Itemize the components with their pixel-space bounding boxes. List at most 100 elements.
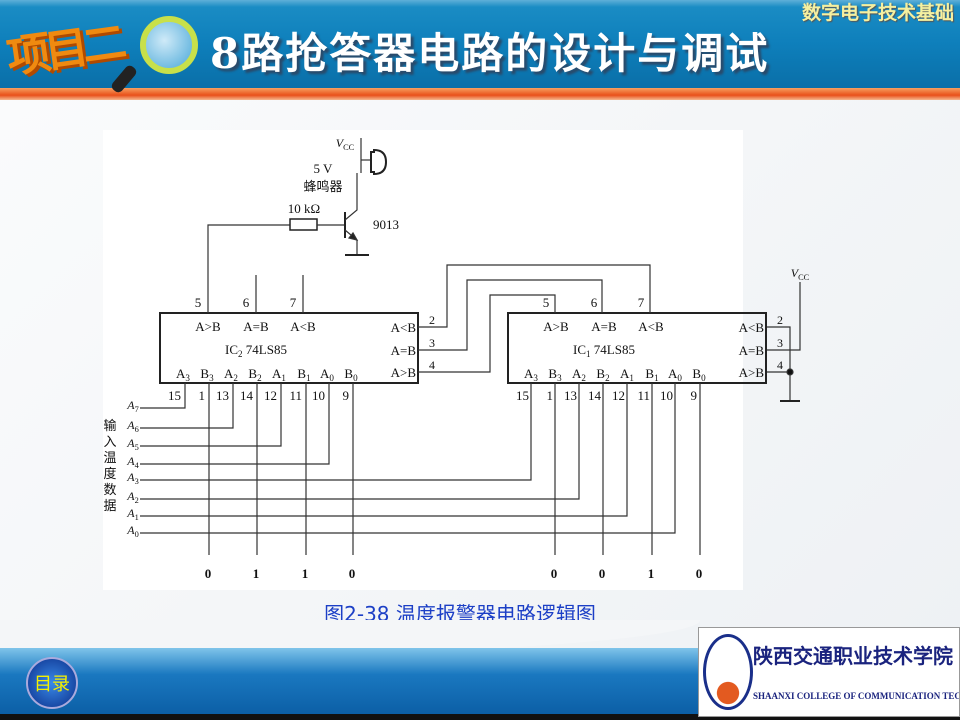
ic2-cascade-label: A=B [391, 343, 417, 358]
ic2-pin-number: 11 [289, 388, 302, 403]
input-line-a1 [140, 383, 628, 517]
ic1-pin-number: 1 [547, 388, 554, 403]
emitter-arrow-icon [347, 231, 359, 241]
ic2-b-bit: 1 [253, 566, 260, 581]
ic2-input-label-sub: 1 [281, 373, 286, 383]
ic2-input-label-sub: 1 [306, 373, 311, 383]
input-data-label-char: 输 [103, 418, 116, 433]
college-name-en: SHAANXI COLLEGE OF COMMUNICATION TECHNOL… [753, 691, 959, 701]
ic2-name: IC2 74LS85 [225, 342, 287, 359]
input-label-a6-sub: 6 [135, 425, 139, 434]
vcc-label: VCC [791, 266, 810, 282]
ic2-box [159, 312, 419, 384]
ic2-pin-number: 15 [168, 388, 181, 403]
ic1-cascade-label: A<B [739, 320, 765, 335]
ic2-name-sub: 2 [238, 349, 243, 359]
ic2-altb-to-ic1-pin7 [418, 264, 651, 328]
input-label-a7-sub: 7 [135, 405, 139, 414]
ic1-b-bit: 0 [696, 566, 703, 581]
ic2-pin-number: 10 [312, 388, 325, 403]
ic2-output-label: A=B [243, 319, 269, 334]
ic1-input-label-sub: 2 [581, 373, 586, 383]
input-line-a5 [140, 383, 282, 447]
ic1-output-label: A<B [638, 319, 664, 334]
ic1-cascade-pin: 3 [777, 336, 783, 350]
ic2-cascade-pin: 2 [429, 313, 435, 327]
magnifier-icon [140, 16, 198, 74]
input-label-a4-sub: 4 [135, 461, 140, 470]
input-line-a2 [140, 383, 580, 500]
ic2-input-label-sub: 0 [353, 373, 358, 383]
collector-wire [344, 173, 358, 221]
ic1-pin-number: 11 [637, 388, 650, 403]
ic1-pin-number: 9 [691, 388, 698, 403]
ic1-part: 74LS85 [591, 342, 635, 357]
college-emblem-icon [703, 634, 753, 710]
input-label-a3-sub: 3 [135, 477, 139, 486]
ic2-pin-number: 13 [216, 388, 229, 403]
input-label-a5-sub: 5 [135, 443, 139, 452]
ic1-b-bit: 0 [599, 566, 606, 581]
input-line-a0 [140, 383, 676, 534]
ic1-cascade-pin: 4 [777, 358, 783, 372]
input-data-label-char: 据 [103, 498, 116, 513]
ic1-pin-number: 6 [591, 295, 598, 310]
toc-button[interactable]: 目录 [26, 657, 78, 709]
ic1-pin-number: 10 [660, 388, 673, 403]
buzzer-voltage: 5 V [314, 161, 334, 176]
ic1-output-label: A>B [543, 319, 569, 334]
buzzer-icon [370, 148, 388, 176]
ic2-cascade-pin: 4 [429, 358, 435, 372]
header-accent-strip [0, 88, 960, 100]
transistor-label: 9013 [373, 217, 399, 232]
vcc-label-sub: CC [798, 273, 810, 282]
ic2-pin-number: 9 [343, 388, 350, 403]
ic1-pin-number: 13 [564, 388, 577, 403]
ic2-input-label-sub: 3 [185, 373, 190, 383]
ic1-pin-number: 15 [516, 388, 529, 403]
ic2-input-label-sub: 3 [209, 373, 214, 383]
ic1-input-label-sub: 0 [677, 373, 682, 383]
ic2-part: 74LS85 [243, 342, 287, 357]
ic1-pin-number: 14 [588, 388, 602, 403]
ic2-agtb-to-ic1-pin5 [418, 294, 556, 373]
ic1-input-label-sub: 0 [701, 373, 706, 383]
ic2-b-bit: 0 [349, 566, 356, 581]
ic2-pin-number: 6 [243, 295, 250, 310]
ic2-input-label-sub: 2 [233, 373, 238, 383]
ic1-b-bit: 0 [551, 566, 558, 581]
footer-strip [0, 714, 960, 720]
ic2-pin-number: 7 [290, 295, 297, 310]
ic1-input-label-sub: 2 [605, 373, 610, 383]
slide-title: 8路抢答器电路的设计与调试 [210, 29, 770, 78]
input-line-a6 [140, 383, 234, 429]
ic1-pin-number: 12 [612, 388, 625, 403]
ic1-pin-number: 5 [543, 295, 550, 310]
resistor-icon [289, 218, 318, 231]
input-data-label-char: 温 [103, 450, 116, 465]
ic1-box [507, 312, 767, 384]
input-line-a4 [140, 383, 330, 465]
input-label-a2-sub: 2 [135, 496, 139, 505]
ic2-cascade-label: A<B [391, 320, 417, 335]
input-data-label-char: 度 [103, 466, 116, 481]
ic2-input-label-sub: 2 [257, 373, 262, 383]
ic1-cascade-pin: 2 [777, 313, 783, 327]
ic2-cascade-pin: 3 [429, 336, 435, 350]
input-data-label-char: 数 [103, 482, 116, 497]
college-name-cn: 陕西交通职业技术学院 [753, 644, 953, 668]
ic1-input-label-sub: 1 [629, 373, 634, 383]
ic1-cascade-label: A=B [739, 343, 765, 358]
ic2-cascade-label: A>B [391, 365, 417, 380]
ic1-output-label: A=B [591, 319, 617, 334]
input-label-a1-sub: 1 [135, 513, 139, 522]
ic1-name: IC1 74LS85 [573, 342, 635, 359]
ic2-pin-number: 12 [264, 388, 277, 403]
junction-dot [786, 368, 794, 376]
vcc-label-sub: CC [343, 143, 355, 152]
ic1-input-label-sub: 1 [654, 373, 659, 383]
ic2-pin-number: 14 [240, 388, 254, 403]
ic2-output-label: A>B [195, 319, 221, 334]
ic1-pin-number: 7 [638, 295, 645, 310]
